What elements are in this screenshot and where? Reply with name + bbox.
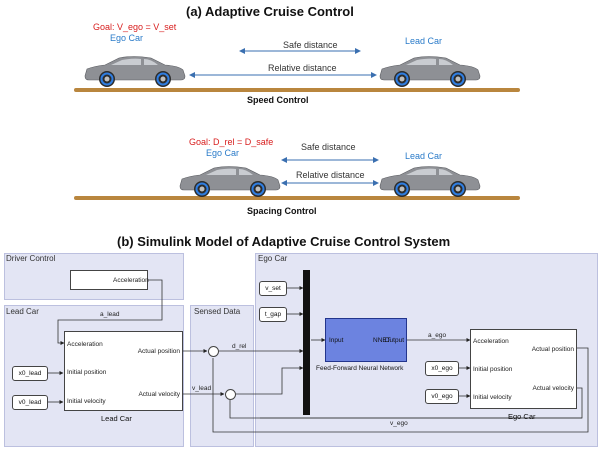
part-a-title: (a) Adaptive Cruise Control (186, 4, 354, 19)
bottom-road (74, 196, 520, 200)
lead-car-output-actual-position: Actual position (137, 348, 180, 355)
ego-car-block-name: Ego Car (508, 412, 536, 421)
lead-car-input-acceleration: Acceleration (67, 341, 103, 348)
bottom-ego-car-label: Ego Car (206, 148, 240, 158)
bottom-ego-car (179, 165, 281, 198)
signal-d-rel: d_rel (232, 343, 247, 350)
lead-car-input-initial-velocity: Initial velocity (67, 398, 106, 405)
signal-a-ego: a_ego (428, 332, 447, 339)
inport-v-set[interactable]: v_set (259, 281, 287, 296)
signal-v-ego: v_ego (390, 420, 408, 427)
top-lead-car (379, 55, 481, 88)
nnet-label: NNET (373, 337, 391, 344)
inport-v0-lead[interactable]: v0_lead (12, 395, 48, 410)
signal-a-lead: a_lead (100, 311, 120, 318)
top-control-label: Speed Control (247, 95, 309, 105)
ego-car-region-title: Ego Car (258, 254, 288, 263)
ego-car-input-initial-position: Initial position (473, 366, 513, 373)
driver-control-region-title: Driver Control (6, 254, 56, 263)
ego-car-input-initial-velocity: Initial velocity (473, 394, 512, 401)
sum-block-relative-distance[interactable] (208, 346, 219, 357)
lead-car-block-name: Lead Car (101, 414, 132, 423)
signal-v-lead: v_lead (192, 385, 212, 392)
bottom-goal-label: Goal: D_rel = D_safe (189, 137, 274, 147)
sum-block-relative-velocity[interactable] (225, 389, 236, 400)
top-road (74, 88, 520, 92)
nnet-output-port: Output (384, 337, 404, 344)
part-b-title: (b) Simulink Model of Adaptive Cruise Co… (117, 234, 451, 249)
sensed-data-region-title: Sensed Data (194, 307, 241, 316)
ego-car-output-actual-velocity: Actual velocity (532, 385, 574, 392)
nnet-input-port: Input (329, 337, 344, 344)
lead-car-output-actual-velocity: Actual velocity (138, 391, 180, 398)
acceleration-source-label: Acceleration (113, 277, 149, 284)
inport-x0-lead[interactable]: x0_lead (12, 366, 48, 381)
top-ego-car (84, 55, 186, 88)
bottom-control-label: Spacing Control (247, 206, 317, 216)
sensed-data-region (190, 305, 254, 447)
top-relative-distance-label: Relative distance (268, 63, 337, 73)
top-safe-distance-label: Safe distance (283, 40, 338, 50)
top-goal-label: Goal: V_ego = V_set (93, 22, 177, 32)
acceleration-source-block[interactable]: Acceleration (70, 270, 149, 290)
bottom-relative-distance-label: Relative distance (296, 170, 365, 180)
lead-car-block[interactable]: Acceleration Initial position Initial ve… (64, 331, 183, 411)
mux-block[interactable] (303, 270, 310, 415)
bottom-lead-car (379, 165, 481, 198)
nnet-block[interactable]: Input NNET Output (325, 318, 407, 362)
inport-t-gap[interactable]: t_gap (259, 307, 287, 322)
nnet-block-name: Feed-Forward Neural Network (316, 365, 404, 372)
lead-car-input-initial-position: Initial position (67, 369, 107, 376)
ego-car-block[interactable]: Acceleration Initial position Initial ve… (470, 329, 577, 409)
inport-x0-ego[interactable]: x0_ego (425, 361, 459, 376)
top-lead-car-label: Lead Car (405, 36, 443, 46)
bottom-safe-distance-label: Safe distance (301, 142, 356, 152)
bottom-lead-car-label: Lead Car (405, 151, 443, 161)
lead-car-region-title: Lead Car (6, 307, 39, 316)
top-ego-car-label: Ego Car (110, 33, 144, 43)
inport-v0-ego[interactable]: v0_ego (425, 389, 459, 404)
ego-car-output-actual-position: Actual position (531, 346, 574, 353)
ego-car-input-acceleration: Acceleration (473, 338, 509, 345)
part-a-graphics (84, 48, 481, 198)
